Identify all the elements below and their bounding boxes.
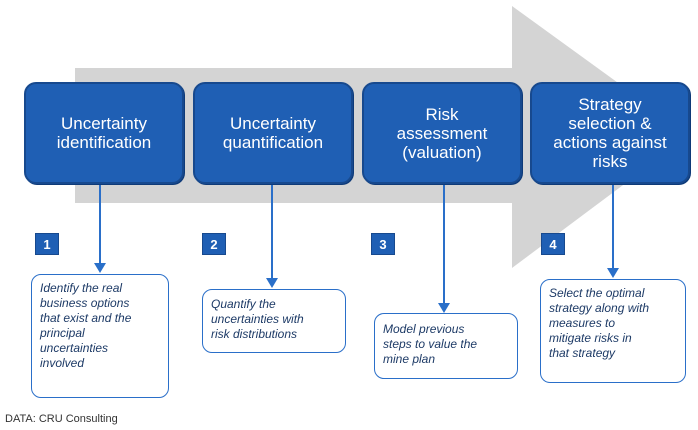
connectors (94, 184, 619, 313)
step-3-box: Risk assessment (valuation) (362, 82, 522, 184)
step-1-box: Uncertainty identification (24, 82, 184, 184)
step-1-number: 1 (35, 233, 59, 255)
step-2-number: 2 (202, 233, 226, 255)
step-3-description: Model previous steps to value the mine p… (374, 313, 518, 379)
connector-3-head (438, 303, 450, 313)
source-note: DATA: CRU Consulting (5, 413, 118, 425)
step-2-description: Quantify the uncertainties with risk dis… (202, 289, 346, 353)
step-2-box: Uncertainty quantification (193, 82, 353, 184)
step-3-number: 3 (371, 233, 395, 255)
step-4-box: Strategy selection & actions against ris… (530, 82, 690, 184)
step-4-number: 4 (541, 233, 565, 255)
connector-1-head (94, 263, 106, 273)
step-1-description: Identify the real business options that … (31, 274, 169, 398)
connector-4-head (607, 268, 619, 278)
step-4-description: Select the optimal strategy along with m… (540, 279, 686, 383)
connector-2-head (266, 278, 278, 288)
